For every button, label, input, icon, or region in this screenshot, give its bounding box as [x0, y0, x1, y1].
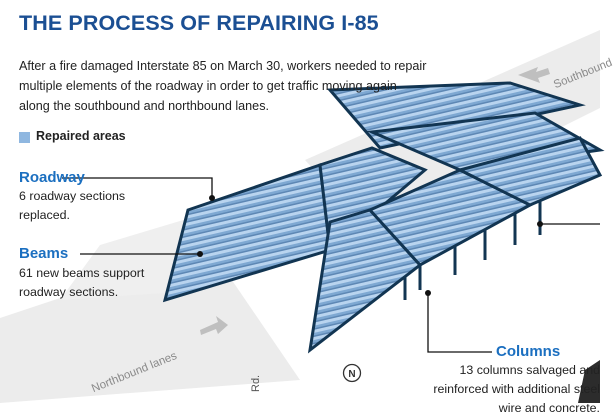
intro-text: After a fire damaged Interstate 85 on Ma… [19, 59, 427, 113]
beams-description: 61 new beams support roadway sections. [19, 266, 145, 299]
bridge-diagram: N [0, 30, 605, 403]
road-surface-lower [0, 248, 300, 403]
road-label: Rd. [250, 374, 262, 392]
deck-section-7 [455, 136, 603, 207]
leader-lines [62, 177, 600, 353]
legend-swatch [19, 132, 30, 143]
roadway-leader [62, 177, 213, 198]
legend-label: Repaired areas [36, 129, 126, 143]
northbound-arrow-icon [200, 316, 228, 335]
deck-section-1 [162, 162, 332, 303]
road-surface-left [60, 215, 200, 300]
deck-sections [162, 81, 605, 354]
columns-heading: Columns [496, 343, 561, 360]
roadway-heading: Roadway [19, 169, 85, 186]
southbound-arrow-icon [518, 67, 550, 83]
compass-letter: N [348, 369, 355, 380]
beams-heading: Beams [19, 245, 69, 262]
columns-leader [427, 293, 492, 353]
compass-icon [342, 363, 362, 383]
corner-detail [578, 360, 600, 403]
columns-description: 13 columns salvaged and reinforced with … [433, 363, 600, 415]
page-title: THE PROCESS OF REPAIRING I-85 [19, 11, 379, 35]
roadway-description: 6 roadway sections replaced. [19, 189, 126, 222]
